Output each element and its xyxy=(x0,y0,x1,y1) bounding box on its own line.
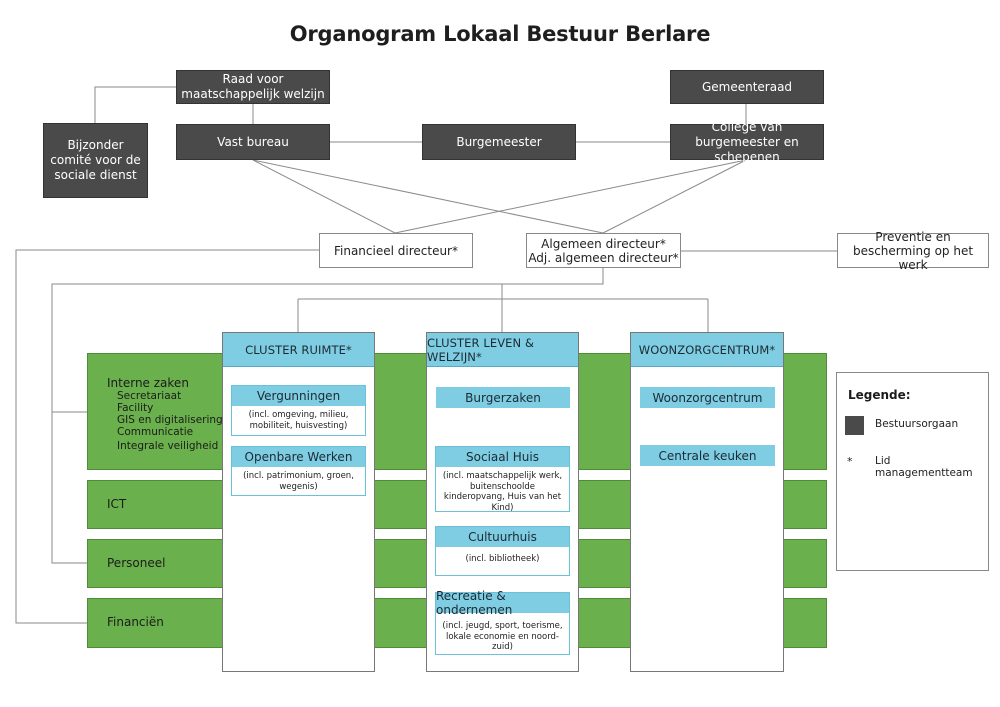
college-box: College van burgemeester en schepenen xyxy=(670,120,824,164)
raad-label: Raad voor maatschappelijk welzijn xyxy=(181,72,325,101)
sociaal-huis-department: Sociaal Huis (incl. maatschappelijk werk… xyxy=(435,446,570,513)
recreatie-ondernemen-note: (incl. jeugd, sport, toerisme, lokale ec… xyxy=(442,621,563,652)
vergunningen-note: (incl. omgeving, milieu, mobiliteit, hui… xyxy=(248,410,349,431)
bestuursorgaan-swatch xyxy=(845,416,864,435)
cultuurhuis-title: Cultuurhuis xyxy=(436,527,569,547)
burgerzaken-item: Burgerzaken xyxy=(436,387,570,408)
vast-bureau-label: Vast bureau xyxy=(217,134,289,149)
recreatie-ondernemen-title: Recreatie & ondernemen xyxy=(436,589,569,617)
bijzonder-comite-box: Bijzonder comité voor de sociale dienst xyxy=(43,123,148,198)
woonzorgcentrum-item: Woonzorgcentrum xyxy=(640,387,775,408)
page-title: Organogram Lokaal Bestuur Berlare xyxy=(289,22,711,46)
raad-voor-maatschappelijk-welzijn-box: Raad voor maatschappelijk welzijn xyxy=(176,70,330,104)
cluster-ruimte-column: CLUSTER RUIMTE* xyxy=(222,332,375,672)
woonzorgcentrum-column: WOONZORGCENTRUM* xyxy=(630,332,784,672)
interne-zaken-title: Interne zaken xyxy=(107,376,189,390)
gemeenteraad-label: Gemeenteraad xyxy=(701,79,793,94)
gis-label: GIS en digitalisering xyxy=(117,414,223,426)
legend-star-symbol: * xyxy=(847,455,853,468)
algemeen-directeur-box: Algemeen directeur* Adj. algemeen direct… xyxy=(526,233,681,268)
interne-zaken-block: Interne zaken Secretariaat Facility GIS … xyxy=(107,376,223,453)
openbare-werken-department: Openbare Werken (incl. patrimonium, groe… xyxy=(231,446,366,496)
cluster-leven-welzijn-header: CLUSTER LEVEN & WELZIJN* xyxy=(427,333,578,367)
cultuurhuis-department: Cultuurhuis (incl. bibliotheek) xyxy=(435,526,570,576)
financien-label: Financiën xyxy=(107,615,164,629)
openbare-werken-note: (incl. patrimonium, groen, wegenis) xyxy=(243,471,354,492)
financieel-directeur-box: Financieel directeur* xyxy=(319,233,473,268)
preventie-label: Preventie en bescherming op het werk xyxy=(852,229,974,272)
personeel-label: Personeel xyxy=(107,556,166,570)
adj-algemeen-directeur-label: Adj. algemeen directeur* xyxy=(528,250,679,265)
woonzorgcentrum-header: WOONZORGCENTRUM* xyxy=(631,333,783,367)
sociaal-huis-title: Sociaal Huis xyxy=(436,447,569,467)
preventie-box: Preventie en bescherming op het werk xyxy=(837,230,989,272)
vergunningen-title: Vergunningen xyxy=(232,386,365,406)
financieel-directeur-label: Financieel directeur* xyxy=(333,243,458,258)
legend-bestuursorgaan-label: Bestuursorgaan xyxy=(875,418,959,430)
legend: Legende: Bestuursorgaan * Lid management… xyxy=(836,372,989,571)
algemeen-directeur-label: Algemeen directeur* xyxy=(541,236,666,251)
communicatie-label: Communicatie xyxy=(117,426,194,438)
cluster-ruimte-header: CLUSTER RUIMTE* xyxy=(223,333,374,367)
recreatie-ondernemen-department: Recreatie & ondernemen (incl. jeugd, spo… xyxy=(435,589,570,655)
secretariaat-label: Secretariaat xyxy=(117,390,182,402)
cultuurhuis-note: (incl. bibliotheek) xyxy=(465,554,540,564)
legend-title: Legende: xyxy=(848,388,911,402)
burgemeester-box: Burgemeester xyxy=(422,124,576,160)
gemeenteraad-box: Gemeenteraad xyxy=(670,70,824,104)
facility-label: Facility xyxy=(117,402,154,414)
college-label: College van burgemeester en schepenen xyxy=(695,119,799,164)
ict-label: ICT xyxy=(107,497,127,511)
legend-lid-label: Lid managementteam xyxy=(875,455,973,479)
openbare-werken-title: Openbare Werken xyxy=(232,447,365,467)
centrale-keuken-item: Centrale keuken xyxy=(640,445,775,466)
vast-bureau-box: Vast bureau xyxy=(176,124,330,160)
integrale-veiligheid-label: Integrale veiligheid xyxy=(117,440,219,452)
sociaal-huis-note: (incl. maatschappelijk werk, buitenschoo… xyxy=(442,471,563,513)
burgemeester-label: Burgemeester xyxy=(456,134,542,149)
vergunningen-department: Vergunningen (incl. omgeving, milieu, mo… xyxy=(231,385,366,436)
bijzonder-comite-label: Bijzonder comité voor de sociale dienst xyxy=(50,138,141,182)
